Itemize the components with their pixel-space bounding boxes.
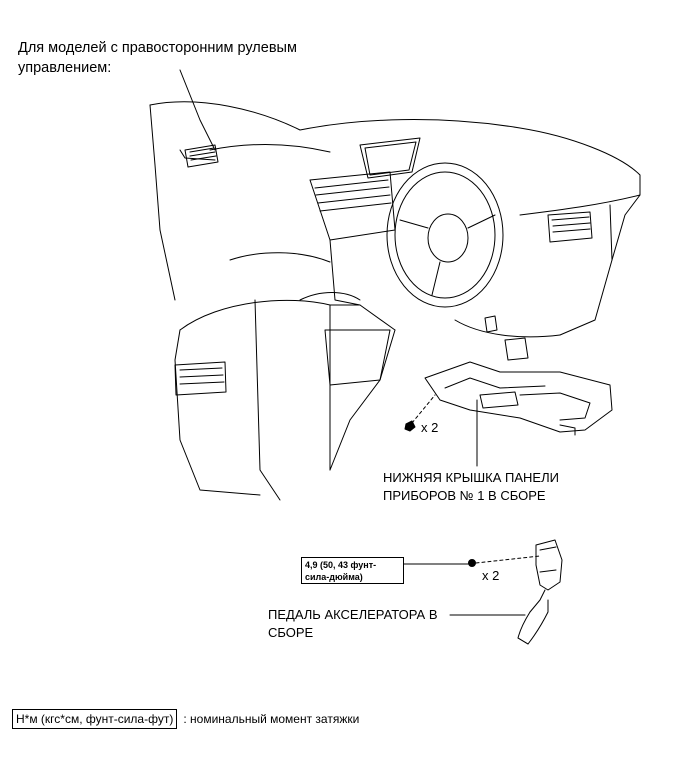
legend-unit-box: Н*м (кгс*см, фунт-сила-фут) <box>12 709 178 729</box>
page-heading: Для моделей с правосторонним рулевым упр… <box>18 38 378 78</box>
cover-bolt-quantity: x 2 <box>421 420 439 435</box>
cover-label-line-2: ПРИБОРОВ № 1 В СБОРЕ <box>383 488 546 503</box>
nut-leader <box>475 555 541 564</box>
heading-line-2: управлением: <box>18 60 112 76</box>
left-air-vent <box>184 144 219 168</box>
heading-line-1: Для моделей с правосторонним рулевым <box>18 40 297 56</box>
torque-line-2: сила-дюйма) <box>305 572 363 582</box>
pedal-label-line-2: СБОРЕ <box>268 625 314 640</box>
right-air-vent <box>547 211 593 243</box>
bolt-leader <box>411 394 436 424</box>
nut-icon <box>468 559 476 567</box>
steering-wheel <box>386 162 504 308</box>
torque-spec-box: 4,9 (50, 43 фунт- сила-дюйма) <box>301 557 404 584</box>
pedal-nut-quantity: x 2 <box>482 568 500 583</box>
accelerator-pedal-drawing <box>517 539 563 645</box>
lower-cover-drawing <box>424 361 613 436</box>
pedal-area <box>484 315 529 361</box>
cover-label: НИЖНЯЯ КРЫШКА ПАНЕЛИ ПРИБОРОВ № 1 В СБОР… <box>383 469 559 505</box>
center-stack <box>309 171 396 306</box>
cover-label-line-1: НИЖНЯЯ КРЫШКА ПАНЕЛИ <box>383 470 559 485</box>
torque-line-1: 4,9 (50, 43 фунт- <box>305 560 377 570</box>
pedal-label: ПЕДАЛЬ АКСЕЛЕРАТОРА В СБОРЕ <box>268 606 438 642</box>
rear-console-vents <box>174 361 227 396</box>
center-display <box>359 137 421 179</box>
pedal-label-line-1: ПЕДАЛЬ АКСЕЛЕРАТОРА В <box>268 607 438 622</box>
bolt-icon <box>404 420 416 432</box>
legend-description: : номинальный момент затяжки <box>183 712 360 726</box>
center-console <box>174 252 396 501</box>
torque-legend: Н*м (кгс*см, фунт-сила-фут) : номинальны… <box>12 709 359 729</box>
dashboard-outline <box>149 69 641 338</box>
